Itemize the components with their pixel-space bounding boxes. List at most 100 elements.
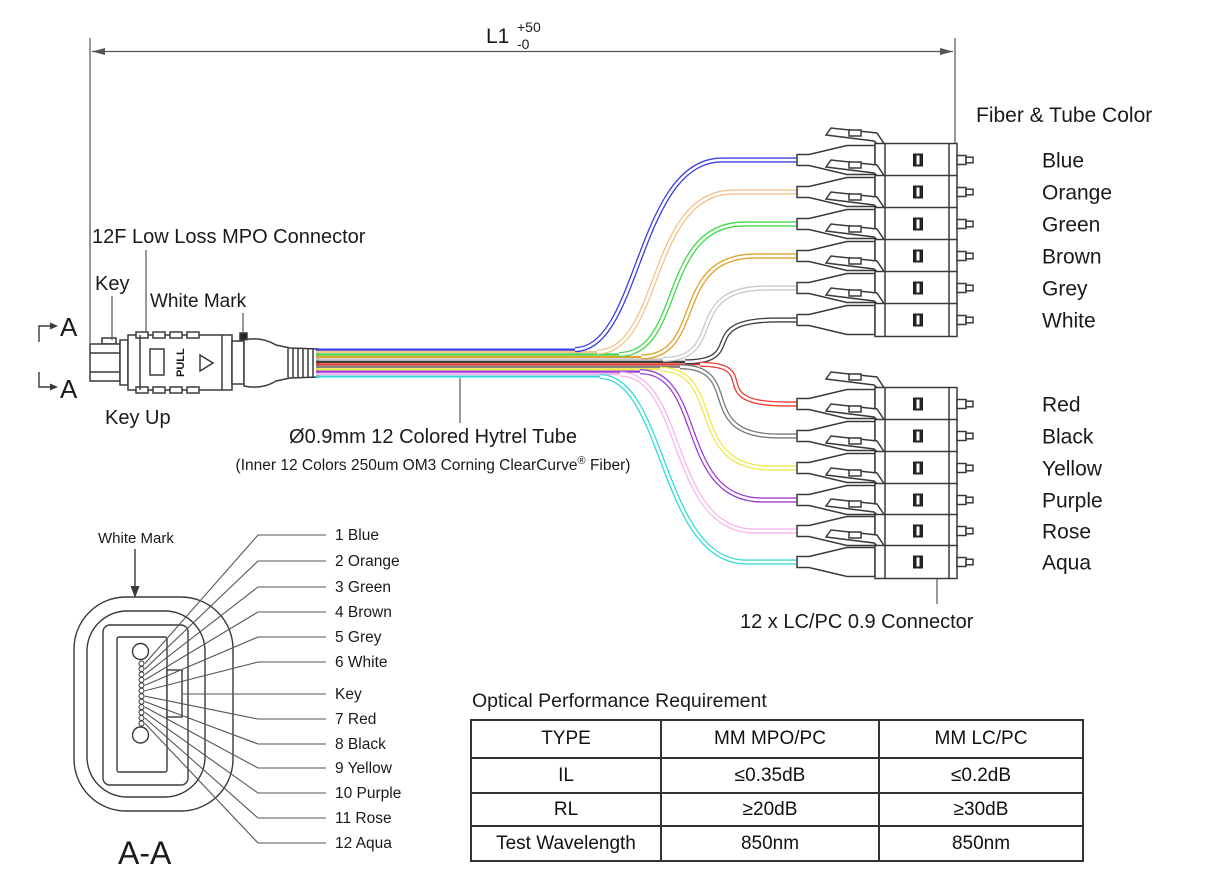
fiber-tube-color-header: Fiber & Tube Color	[976, 104, 1152, 127]
section-guide-pin-hole-bottom	[131, 726, 150, 744]
section-label: 11 Rose	[335, 810, 392, 827]
table-cell: IL	[471, 758, 661, 793]
table-cell: 850nm	[661, 826, 879, 861]
mpo-connector	[89, 331, 319, 394]
section-fiber-dot	[138, 709, 145, 716]
fiber-tube-core	[639, 370, 797, 502]
section-arrow-bottom	[50, 383, 58, 391]
dimension-arrow-right	[940, 48, 953, 55]
section-leader-line	[144, 712, 326, 794]
fiber-tube-core	[662, 286, 797, 361]
mpo-housing-rib	[152, 386, 166, 394]
section-leader-line	[144, 661, 326, 692]
tube-sub-registered-icon: ®	[578, 455, 586, 467]
dimension-label: L1	[486, 25, 509, 48]
section-fiber-dot	[138, 693, 145, 700]
mpo-housing-rib	[135, 386, 149, 394]
mpo-housing-rib	[169, 331, 183, 339]
fiber-color-label: Purple	[1042, 490, 1103, 513]
section-arrow-top	[50, 322, 58, 330]
section-fiber-dot	[138, 704, 145, 711]
fiber-color-label: Rose	[1042, 521, 1091, 544]
section-label: 5 Grey	[335, 629, 382, 646]
fanout-curves	[316, 157, 797, 565]
mpo-housing-rib	[186, 331, 200, 339]
section-fiber-dot	[138, 665, 145, 673]
fiber-tube-core	[659, 367, 797, 470]
section-fiber-dot	[138, 714, 145, 722]
section-label: 8 Black	[335, 736, 386, 753]
table-header-cell: TYPE	[471, 720, 661, 758]
section-leader-line	[144, 706, 326, 769]
tube-sub-before: (Inner 12 Colors 250um OM3 Corning Clear…	[236, 457, 578, 474]
table-cell: ≤0.2dB	[879, 758, 1083, 793]
fiber-color-labels: BlueOrangeGreenBrownGreyWhiteRedBlackYel…	[1042, 150, 1112, 575]
table-header-cell: MM MPO/PC	[661, 720, 879, 758]
dimension-tol-plus: +50	[517, 19, 541, 35]
fiber-color-label: Yellow	[1042, 458, 1103, 481]
dimension-arrow-left	[92, 48, 105, 55]
tube-sub-label: (Inner 12 Colors 250um OM3 Corning Clear…	[236, 455, 631, 474]
fiber-tube-outline	[596, 189, 797, 355]
section-leader-line	[144, 701, 326, 745]
section-leader-line	[144, 723, 326, 844]
fiber-tube-core	[574, 158, 797, 351]
mpo-housing-rib	[169, 386, 183, 394]
table-cell: 850nm	[879, 826, 1083, 861]
fiber-color-label: Aqua	[1042, 552, 1091, 575]
white-mark-label: White Mark	[150, 291, 247, 312]
section-label: Key	[335, 686, 362, 703]
fiber-tube-core	[596, 190, 797, 354]
mpo-ferrule	[89, 343, 121, 382]
fiber-color-label: Grey	[1042, 278, 1088, 301]
section-label: 1 Blue	[335, 527, 379, 544]
mpo-arrow-triangle	[199, 353, 215, 373]
lc-connector	[796, 371, 974, 422]
section-leader-line	[144, 586, 326, 675]
section-leader-line	[144, 611, 326, 681]
section-fiber-dot	[138, 671, 145, 678]
section-outline-outer	[73, 596, 234, 812]
section-marker-a-top: A	[60, 312, 78, 342]
fiber-color-label: Brown	[1042, 246, 1102, 269]
table-cell: RL	[471, 793, 661, 826]
section-view-title: A-A	[118, 835, 172, 871]
fiber-tube-core	[679, 365, 797, 438]
mpo-housing-rib	[135, 331, 149, 339]
key-label: Key	[95, 273, 129, 295]
fiber-color-label: White	[1042, 310, 1096, 333]
mpo-boot	[243, 338, 319, 388]
table-cell: ≤0.35dB	[661, 758, 879, 793]
fiber-tube-core	[599, 375, 797, 564]
section-fiber-dot	[138, 676, 145, 683]
section-fiber-dot	[138, 682, 145, 689]
fiber-color-label: Red	[1042, 394, 1081, 417]
pull-label: PULL	[175, 348, 187, 377]
section-guide-pin-hole-top	[131, 642, 150, 661]
section-leader-line	[144, 695, 326, 720]
dimension-l1	[89, 38, 956, 343]
fiber-color-label: Green	[1042, 214, 1100, 237]
fiber-color-label: Orange	[1042, 182, 1112, 205]
lc-connector-label: 12 x LC/PC 0.9 Connector	[740, 611, 974, 633]
table-title: Optical Performance Requirement	[472, 690, 767, 712]
lc-connectors	[796, 127, 974, 580]
section-leader-line	[144, 636, 326, 686]
mpo-rear-step	[231, 340, 245, 385]
section-bracket-top	[38, 325, 50, 342]
table-header-cell: MM LC/PC	[879, 720, 1083, 758]
fiber-tube-core	[684, 318, 797, 364]
section-bracket-bottom	[38, 372, 50, 388]
mpo-key-bump	[101, 337, 117, 345]
section-leader-line	[144, 560, 326, 670]
section-label: 6 White	[335, 654, 388, 671]
section-label: 4 Brown	[335, 604, 392, 621]
tube-label: Ø0.9mm 12 Colored Hytrel Tube	[289, 426, 577, 448]
section-label: 9 Yellow	[335, 760, 393, 777]
fiber-tube-core	[618, 222, 797, 356]
mpo-slot	[149, 348, 165, 376]
table-cell: Test Wavelength	[471, 826, 661, 861]
